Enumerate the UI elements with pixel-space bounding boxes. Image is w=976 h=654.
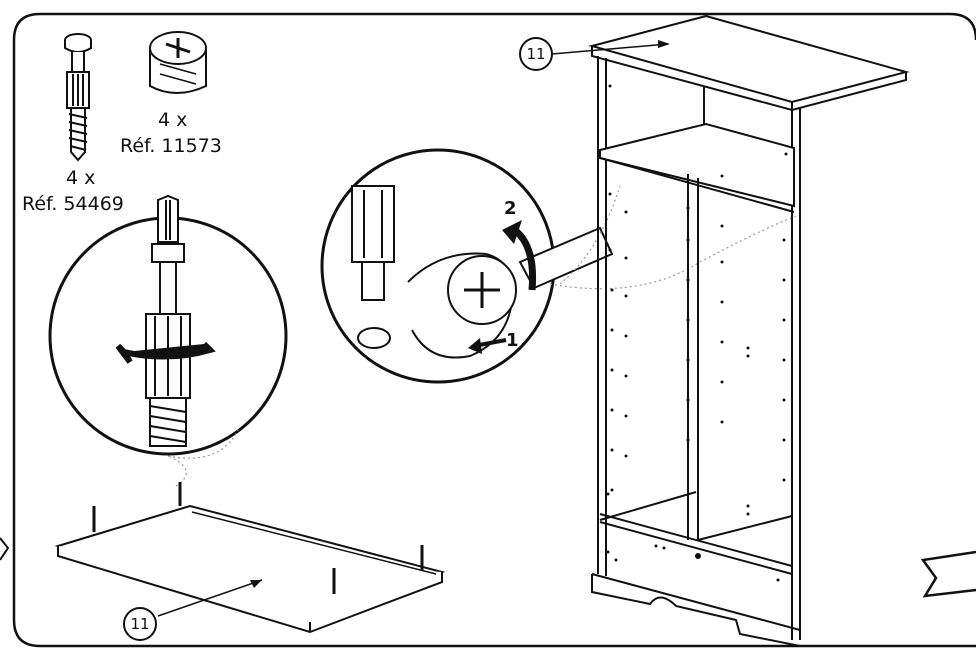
cam-bolt-icon xyxy=(64,33,92,162)
push-arrow-head xyxy=(468,338,482,354)
previous-page-arrow[interactable] xyxy=(0,537,10,561)
cam-bolt-quantity: 4 x xyxy=(66,167,95,189)
floor-panel xyxy=(54,504,446,634)
floor-panel-leader-arrowhead xyxy=(250,580,262,588)
cam-bolt-reference: Réf. 54469 xyxy=(22,193,124,215)
cam-detail-leader xyxy=(549,215,797,290)
top-panel-callout-circle xyxy=(519,37,553,71)
rotate-arrow-icon xyxy=(115,341,216,364)
inserted-bolt-icons xyxy=(92,482,424,594)
cam-lock-icon xyxy=(149,31,207,94)
wardrobe-carcass xyxy=(588,14,910,647)
step-one-number: 1 xyxy=(506,330,519,351)
top-panel-leader-arrowhead xyxy=(658,40,670,48)
cam-detail-leader-2 xyxy=(559,185,621,285)
cam-lock-reference: Réf. 11573 xyxy=(120,135,222,157)
turn-arrow-head xyxy=(502,220,522,244)
shelf-pin-holes xyxy=(606,84,788,582)
floor-panel-callout-number: 11 xyxy=(130,615,149,633)
next-page-arrow[interactable] xyxy=(920,550,976,598)
top-panel-leader xyxy=(551,43,669,55)
cam-lock-detail-circle xyxy=(320,148,614,384)
top-panel-callout-number: 11 xyxy=(526,45,545,63)
bolt-detail-circle xyxy=(48,194,288,456)
floor-panel-callout-circle xyxy=(123,607,157,641)
step-two-number: 2 xyxy=(504,198,517,219)
floor-panel-leader xyxy=(157,579,263,617)
cam-lock-quantity: 4 x xyxy=(158,109,187,131)
bolt-detail-leader xyxy=(167,429,239,487)
